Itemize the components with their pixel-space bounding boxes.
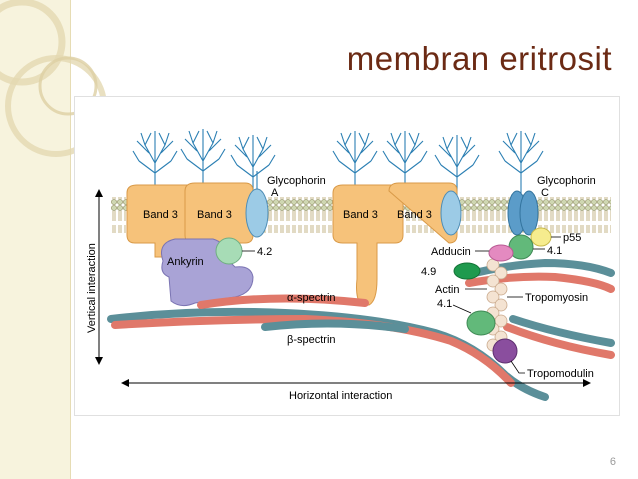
adducin xyxy=(488,244,514,262)
protein-4-1-top-label: 4.1 xyxy=(547,245,562,257)
glycophorin-a xyxy=(245,188,269,238)
ankyrin: Ankyrin xyxy=(161,238,254,307)
left-band-border xyxy=(70,0,71,479)
protein-4-1-bottom xyxy=(466,310,496,336)
glycophorin-c-label: Glycophorin xyxy=(537,175,596,187)
membrane-diagram: Band 3 Band 3 Glycophorin A Ankyrin 4.2 … xyxy=(52,35,615,402)
p55 xyxy=(530,227,552,247)
membrane-figure: Band 3 Band 3 Glycophorin A Ankyrin 4.2 … xyxy=(52,35,620,416)
band3-label-3: Band 3 xyxy=(343,209,378,221)
protein-4-2 xyxy=(215,237,243,265)
glycophorin-a-label: Glycophorin xyxy=(267,175,326,187)
beta-spectrin-label: β-spectrin xyxy=(287,334,336,346)
protein-4-1-bottom-label: 4.1 xyxy=(437,298,452,310)
horizontal-interaction-label: Horizontal interaction xyxy=(289,390,392,402)
slide-title: membran eritrosit xyxy=(346,40,612,77)
band3-label-1: Band 3 xyxy=(143,209,178,221)
p55-label: p55 xyxy=(563,232,581,244)
page-number: 6 xyxy=(609,456,616,468)
vertical-interaction-arrow: Vertical interaction xyxy=(86,189,103,365)
actin-label: Actin xyxy=(435,284,459,296)
band3-label-4: Band 3 xyxy=(397,209,432,221)
band3-dimer-right: Band 3 Band 3 xyxy=(332,182,458,306)
glycophorin-c-right xyxy=(519,190,539,236)
ankyrin-label: Ankyrin xyxy=(167,256,204,268)
adducin-label: Adducin xyxy=(431,246,471,258)
glycophorin-a-sub: A xyxy=(271,187,279,199)
protein-4-2-label: 4.2 xyxy=(257,246,272,258)
tropomodulin xyxy=(492,338,518,364)
tropomyosin-label: Tropomyosin xyxy=(525,292,588,304)
band3-label-2: Band 3 xyxy=(197,209,232,221)
protein-4-9-label: 4.9 xyxy=(421,266,436,278)
protein-4-9 xyxy=(453,262,481,280)
vertical-interaction-label: Vertical interaction xyxy=(86,243,98,333)
alpha-spectrin-label: α-spectrin xyxy=(287,292,336,304)
glycophorin-c-sub: C xyxy=(541,187,549,199)
tropomodulin-label: Tropomodulin xyxy=(527,368,594,380)
horizontal-interaction-arrow: Horizontal interaction xyxy=(121,379,591,402)
